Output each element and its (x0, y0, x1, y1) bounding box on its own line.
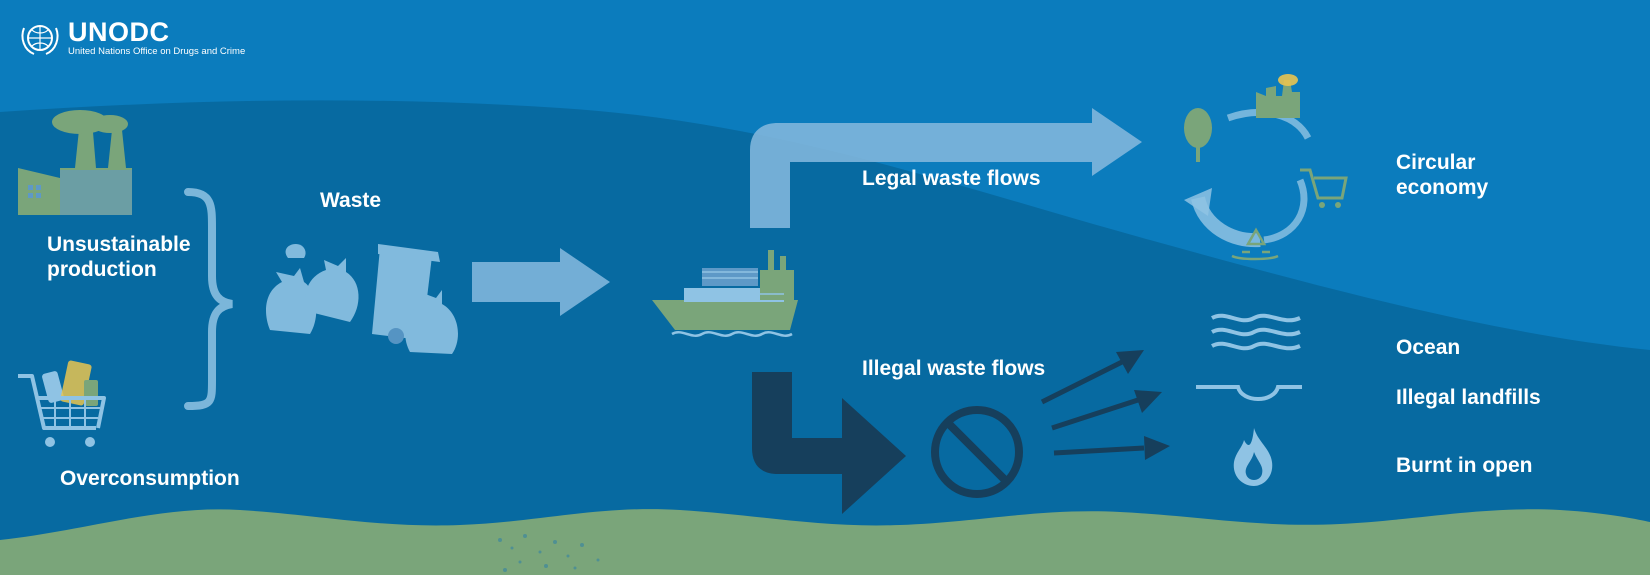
waste-to-ship-arrow (472, 248, 610, 316)
legal-flow-arrow (750, 108, 1142, 228)
trash-bags-icon (266, 244, 458, 354)
shopping-cart-icon (18, 360, 106, 447)
label-legal-waste-flows: Legal waste flows (862, 167, 1041, 190)
logo-name: UNODC (68, 17, 170, 47)
illegal-destination-arrows (1040, 350, 1170, 460)
waves-icon (1211, 313, 1301, 351)
unodc-logo: UNODC United Nations Office on Drugs and… (18, 18, 245, 58)
logo-subtitle: United Nations Office on Drugs and Crime (68, 46, 246, 57)
ground-hills (0, 509, 1650, 575)
label-burnt-in-open: Burnt in open (1396, 454, 1533, 477)
label-unsustainable-production: Unsustainable production (47, 233, 191, 281)
circular-economy-icon (1184, 74, 1348, 261)
cargo-ship-icon (652, 250, 798, 337)
un-emblem-icon (21, 25, 59, 55)
factory-icon (18, 110, 132, 215)
label-circular-economy: Circular economy (1396, 151, 1489, 199)
brace-icon (184, 188, 233, 410)
prohibited-icon (931, 406, 1023, 498)
landfill-icon (1196, 385, 1302, 401)
ground-speckle (498, 534, 600, 572)
illegal-flow-arrow (752, 372, 906, 514)
label-illegal-waste-flows: Illegal waste flows (862, 357, 1046, 380)
fire-icon (1233, 428, 1273, 486)
label-overconsumption: Overconsumption (60, 467, 240, 490)
label-ocean: Ocean (1396, 336, 1461, 359)
label-waste: Waste (320, 189, 382, 212)
label-illegal-landfills: Illegal landfills (1396, 386, 1541, 409)
